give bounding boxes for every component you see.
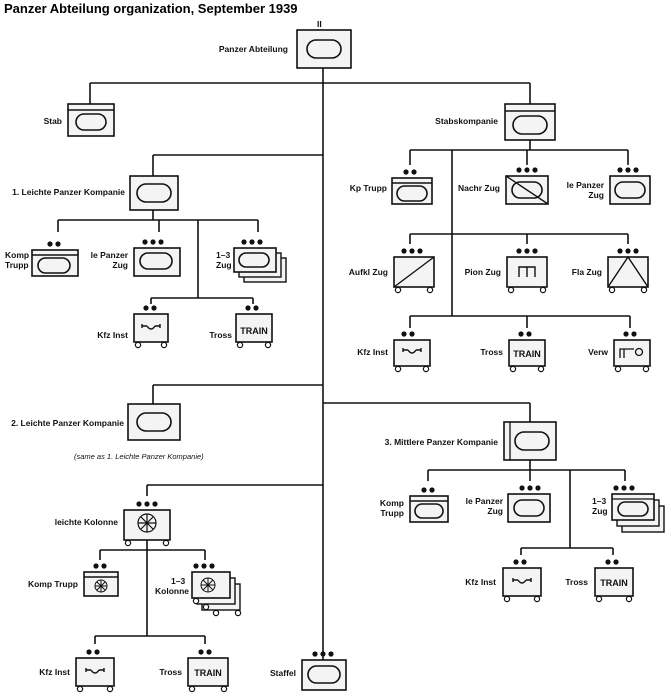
unit-lk1-tross: TRAIN Tross: [209, 305, 273, 349]
label-stabskompanie: Stabskompanie: [435, 116, 498, 126]
unit-sk-verw: Verw: [588, 331, 651, 373]
label-lkol-komp-trupp: Komp Trupp: [28, 579, 78, 589]
unit-lk1-komp-trupp: Komp Trupp: [5, 241, 79, 277]
label-lkol-kfz-inst: Kfz Inst: [39, 667, 70, 677]
label-stab: Stab: [44, 116, 62, 126]
label-mk3-le-panzer-zug-1: le Panzer: [466, 496, 504, 506]
label-mk3-kfz-inst: Kfz Inst: [465, 577, 496, 587]
unit-sk-kfz-inst: Kfz Inst: [357, 331, 431, 373]
unit-panzer-abteilung: II Panzer Abteilung: [219, 19, 352, 69]
label-lk2-note: (same as 1. Leichte Panzer Kompanie): [74, 452, 204, 461]
label-mk3-zug-1: 1–3: [592, 496, 606, 506]
unit-lk2: 2. Leichte Panzer Kompanie (same as 1. L…: [11, 403, 204, 461]
label-lk1-kfz-inst: Kfz Inst: [97, 330, 128, 340]
label-sk-kfz-inst: Kfz Inst: [357, 347, 388, 357]
label-sk-aufkl-zug: Aufkl Zug: [349, 267, 388, 277]
label-lk1-tross: Tross: [209, 330, 232, 340]
unit-stabskompanie: Stabskompanie: [435, 103, 556, 141]
unit-mk3-komp-trupp: Komp Trupp: [380, 487, 449, 523]
unit-lkol-komp-trupp: Komp Trupp: [28, 563, 119, 597]
label-sk-nachr-zug: Nachr Zug: [458, 183, 500, 193]
label-mk3-tross: Tross: [565, 577, 588, 587]
unit-mk3-le-panzer-zug: le Panzer Zug: [466, 485, 551, 523]
unit-sk-fla-zug: Fla Zug: [572, 248, 649, 294]
label-staffel: Staffel: [270, 668, 296, 678]
label-mk3-train: TRAIN: [600, 578, 628, 588]
unit-mk3-zug: 1–3 Zug: [592, 485, 665, 533]
label-mk3-le-panzer-zug-2: Zug: [487, 506, 503, 516]
unit-staffel: Staffel: [270, 651, 347, 691]
label-sk-verw: Verw: [588, 347, 608, 357]
label-lk1-zug-1: 1–3: [216, 250, 230, 260]
unit-sk-tross: TRAIN Tross: [480, 331, 546, 373]
label-mk3: 3. Mittlere Panzer Kompanie: [385, 437, 499, 447]
label-lkol-kolonne-1: 1–3: [171, 576, 185, 586]
label-lk1-komp-trupp-2: Trupp: [5, 260, 29, 270]
unit-lk1: 1. Leichte Panzer Kompanie: [12, 175, 179, 211]
label-mk3-komp-trupp-2: Trupp: [380, 508, 404, 518]
label-sk-pion-zug: Pion Zug: [465, 267, 501, 277]
unit-sk-kp-trupp: Kp Trupp: [350, 169, 433, 205]
connector-lines: [57, 68, 631, 660]
unit-lk1-le-panzer-zug: le Panzer Zug: [91, 239, 181, 277]
label-lk1-train: TRAIN: [240, 326, 268, 336]
label-lk2: 2. Leichte Panzer Kompanie: [11, 418, 124, 428]
label-lk1-le-panzer-zug-2: Zug: [112, 260, 128, 270]
unit-lkol-kfz-inst: Kfz Inst: [39, 649, 115, 693]
unit-lk1-zug: 1–3 Zug: [216, 239, 287, 283]
label-lk1-komp-trupp-1: Komp: [5, 250, 29, 260]
unit-lkol: leichte Kolonne: [55, 501, 171, 547]
label-sk-le-panzer-zug-1: le Panzer: [567, 180, 605, 190]
label-lkol-kolonne-2: Kolonne: [155, 586, 189, 596]
label-sk-tross: Tross: [480, 347, 503, 357]
chart-title: Panzer Abteilung organization, September…: [4, 1, 298, 16]
unit-lk1-kfz-inst: Kfz Inst: [97, 305, 169, 349]
wheel-symbol-icon: [137, 513, 157, 533]
label-mk3-komp-trupp-1: Komp: [380, 498, 404, 508]
label-lk1: 1. Leichte Panzer Kompanie: [12, 187, 125, 197]
unit-sk-pion-zug: Pion Zug: [465, 248, 548, 294]
label-mk3-zug-2: Zug: [592, 506, 608, 516]
unit-lkol-kolonne: 1–3 Kolonne: [155, 563, 242, 617]
unit-stab: Stab: [44, 103, 115, 137]
label-panzer-abteilung: Panzer Abteilung: [219, 44, 288, 54]
label-sk-le-panzer-zug-2: Zug: [588, 190, 604, 200]
label-sk-kp-trupp: Kp Trupp: [350, 183, 387, 193]
label-sk-train: TRAIN: [513, 349, 541, 359]
unit-size-marker: II: [317, 19, 322, 29]
unit-sk-le-panzer-zug: le Panzer Zug: [567, 167, 651, 205]
label-lk1-le-panzer-zug-1: le Panzer: [91, 250, 129, 260]
label-lkol-train: TRAIN: [194, 668, 222, 678]
label-sk-fla-zug: Fla Zug: [572, 267, 602, 277]
unit-mk3: 3. Mittlere Panzer Kompanie: [385, 421, 557, 461]
unit-mk3-tross: TRAIN Tross: [565, 559, 634, 603]
unit-sk-aufkl-zug: Aufkl Zug: [349, 248, 435, 294]
label-lk1-zug-2: Zug: [216, 260, 232, 270]
label-lkol: leichte Kolonne: [55, 517, 119, 527]
unit-mk3-kfz-inst: Kfz Inst: [465, 559, 542, 603]
unit-lkol-tross: TRAIN Tross: [159, 649, 229, 693]
label-lkol-tross: Tross: [159, 667, 182, 677]
unit-sk-nachr-zug: Nachr Zug: [458, 167, 549, 205]
